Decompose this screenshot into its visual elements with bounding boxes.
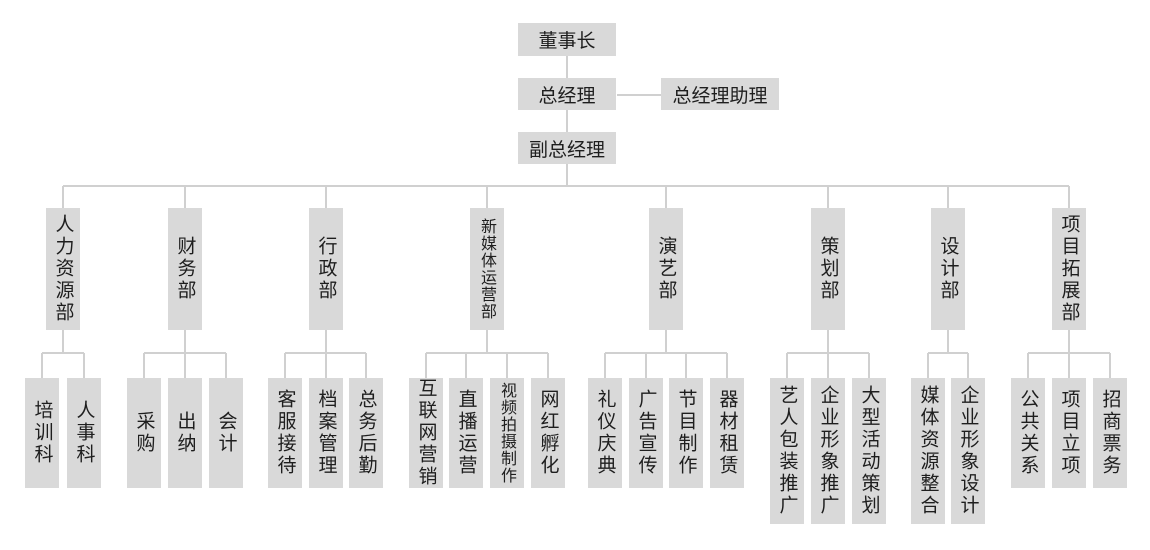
sub-media-integration: 媒体资源整合 xyxy=(911,378,945,524)
sub-public-relations: 公共关系 xyxy=(1011,378,1045,488)
sub-corporate-image-design: 企业形象设计 xyxy=(951,378,985,524)
node-gm-assistant: 总经理助理 xyxy=(661,78,779,110)
sub-video-production: 视频拍摄制作 xyxy=(490,378,524,488)
sub-program-production: 节目制作 xyxy=(669,378,703,488)
sub-artist-promotion: 艺人包装推广 xyxy=(770,378,804,524)
sub-cashier: 出纳 xyxy=(168,378,202,488)
sub-purchasing: 采购 xyxy=(127,378,161,488)
sub-internet-marketing: 互联网营销 xyxy=(409,378,443,488)
sub-training: 培训科 xyxy=(25,378,59,488)
node-deputy-gm: 副总经理 xyxy=(518,132,616,164)
dept-admin: 行政部 xyxy=(309,208,343,330)
sub-live-streaming: 直播运营 xyxy=(449,378,483,488)
sub-event-planning: 大型活动策划 xyxy=(852,378,886,524)
node-chairman: 董事长 xyxy=(518,23,616,56)
sub-advertising: 广告宣传 xyxy=(629,378,663,488)
node-general-manager: 总经理 xyxy=(518,78,616,110)
sub-corporate-image-promotion: 企业形象推广 xyxy=(811,378,845,524)
dept-project-expansion: 项目拓展部 xyxy=(1052,208,1086,330)
sub-personnel: 人事科 xyxy=(67,378,101,488)
sub-archives: 档案管理 xyxy=(309,378,343,488)
sub-equipment-rental: 器材租赁 xyxy=(710,378,744,488)
dept-new-media: 新媒体运营部 xyxy=(470,208,504,330)
sub-investment-ticketing: 招商票务 xyxy=(1093,378,1127,488)
sub-reception: 客服接待 xyxy=(268,378,302,488)
sub-influencer-incubation: 网红孵化 xyxy=(531,378,565,488)
dept-design: 设计部 xyxy=(931,208,965,330)
dept-finance: 财务部 xyxy=(168,208,202,330)
sub-accounting: 会计 xyxy=(209,378,243,488)
sub-ceremony: 礼仪庆典 xyxy=(588,378,622,488)
dept-hr: 人力资源部 xyxy=(46,208,80,330)
sub-logistics: 总务后勤 xyxy=(349,378,383,488)
dept-performance: 演艺部 xyxy=(649,208,683,330)
dept-planning: 策划部 xyxy=(811,208,845,330)
sub-project-approval: 项目立项 xyxy=(1052,378,1086,488)
